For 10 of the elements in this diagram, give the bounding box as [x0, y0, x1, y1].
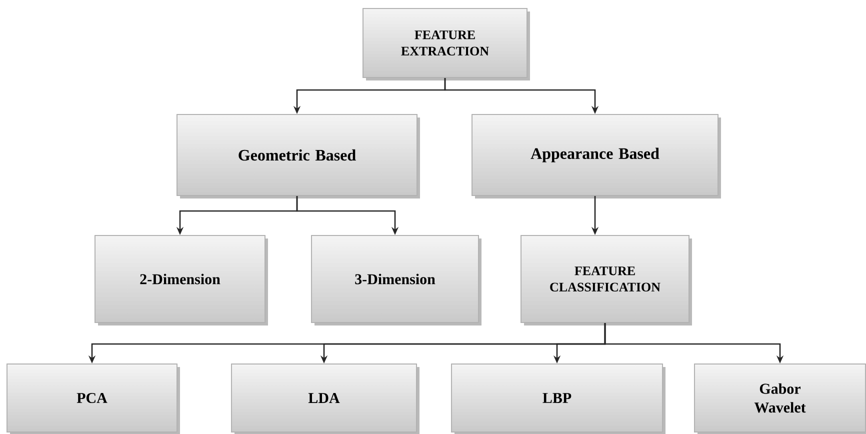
process-box: LDA [231, 364, 420, 434]
process-box: LBP [451, 364, 666, 434]
process-box: 2-Dimension [94, 235, 268, 326]
process-box: FEATURE CLASSIFICATION [520, 235, 692, 326]
process-box: PCA [6, 364, 180, 434]
process-box: 3-Dimension [311, 235, 482, 326]
process-box: Appearance Based [472, 114, 721, 198]
process-box: Geometric Based [176, 114, 420, 198]
process-box: FEATURE EXTRACTION [362, 8, 530, 80]
process-box: Gabor Wavelet [694, 364, 866, 434]
